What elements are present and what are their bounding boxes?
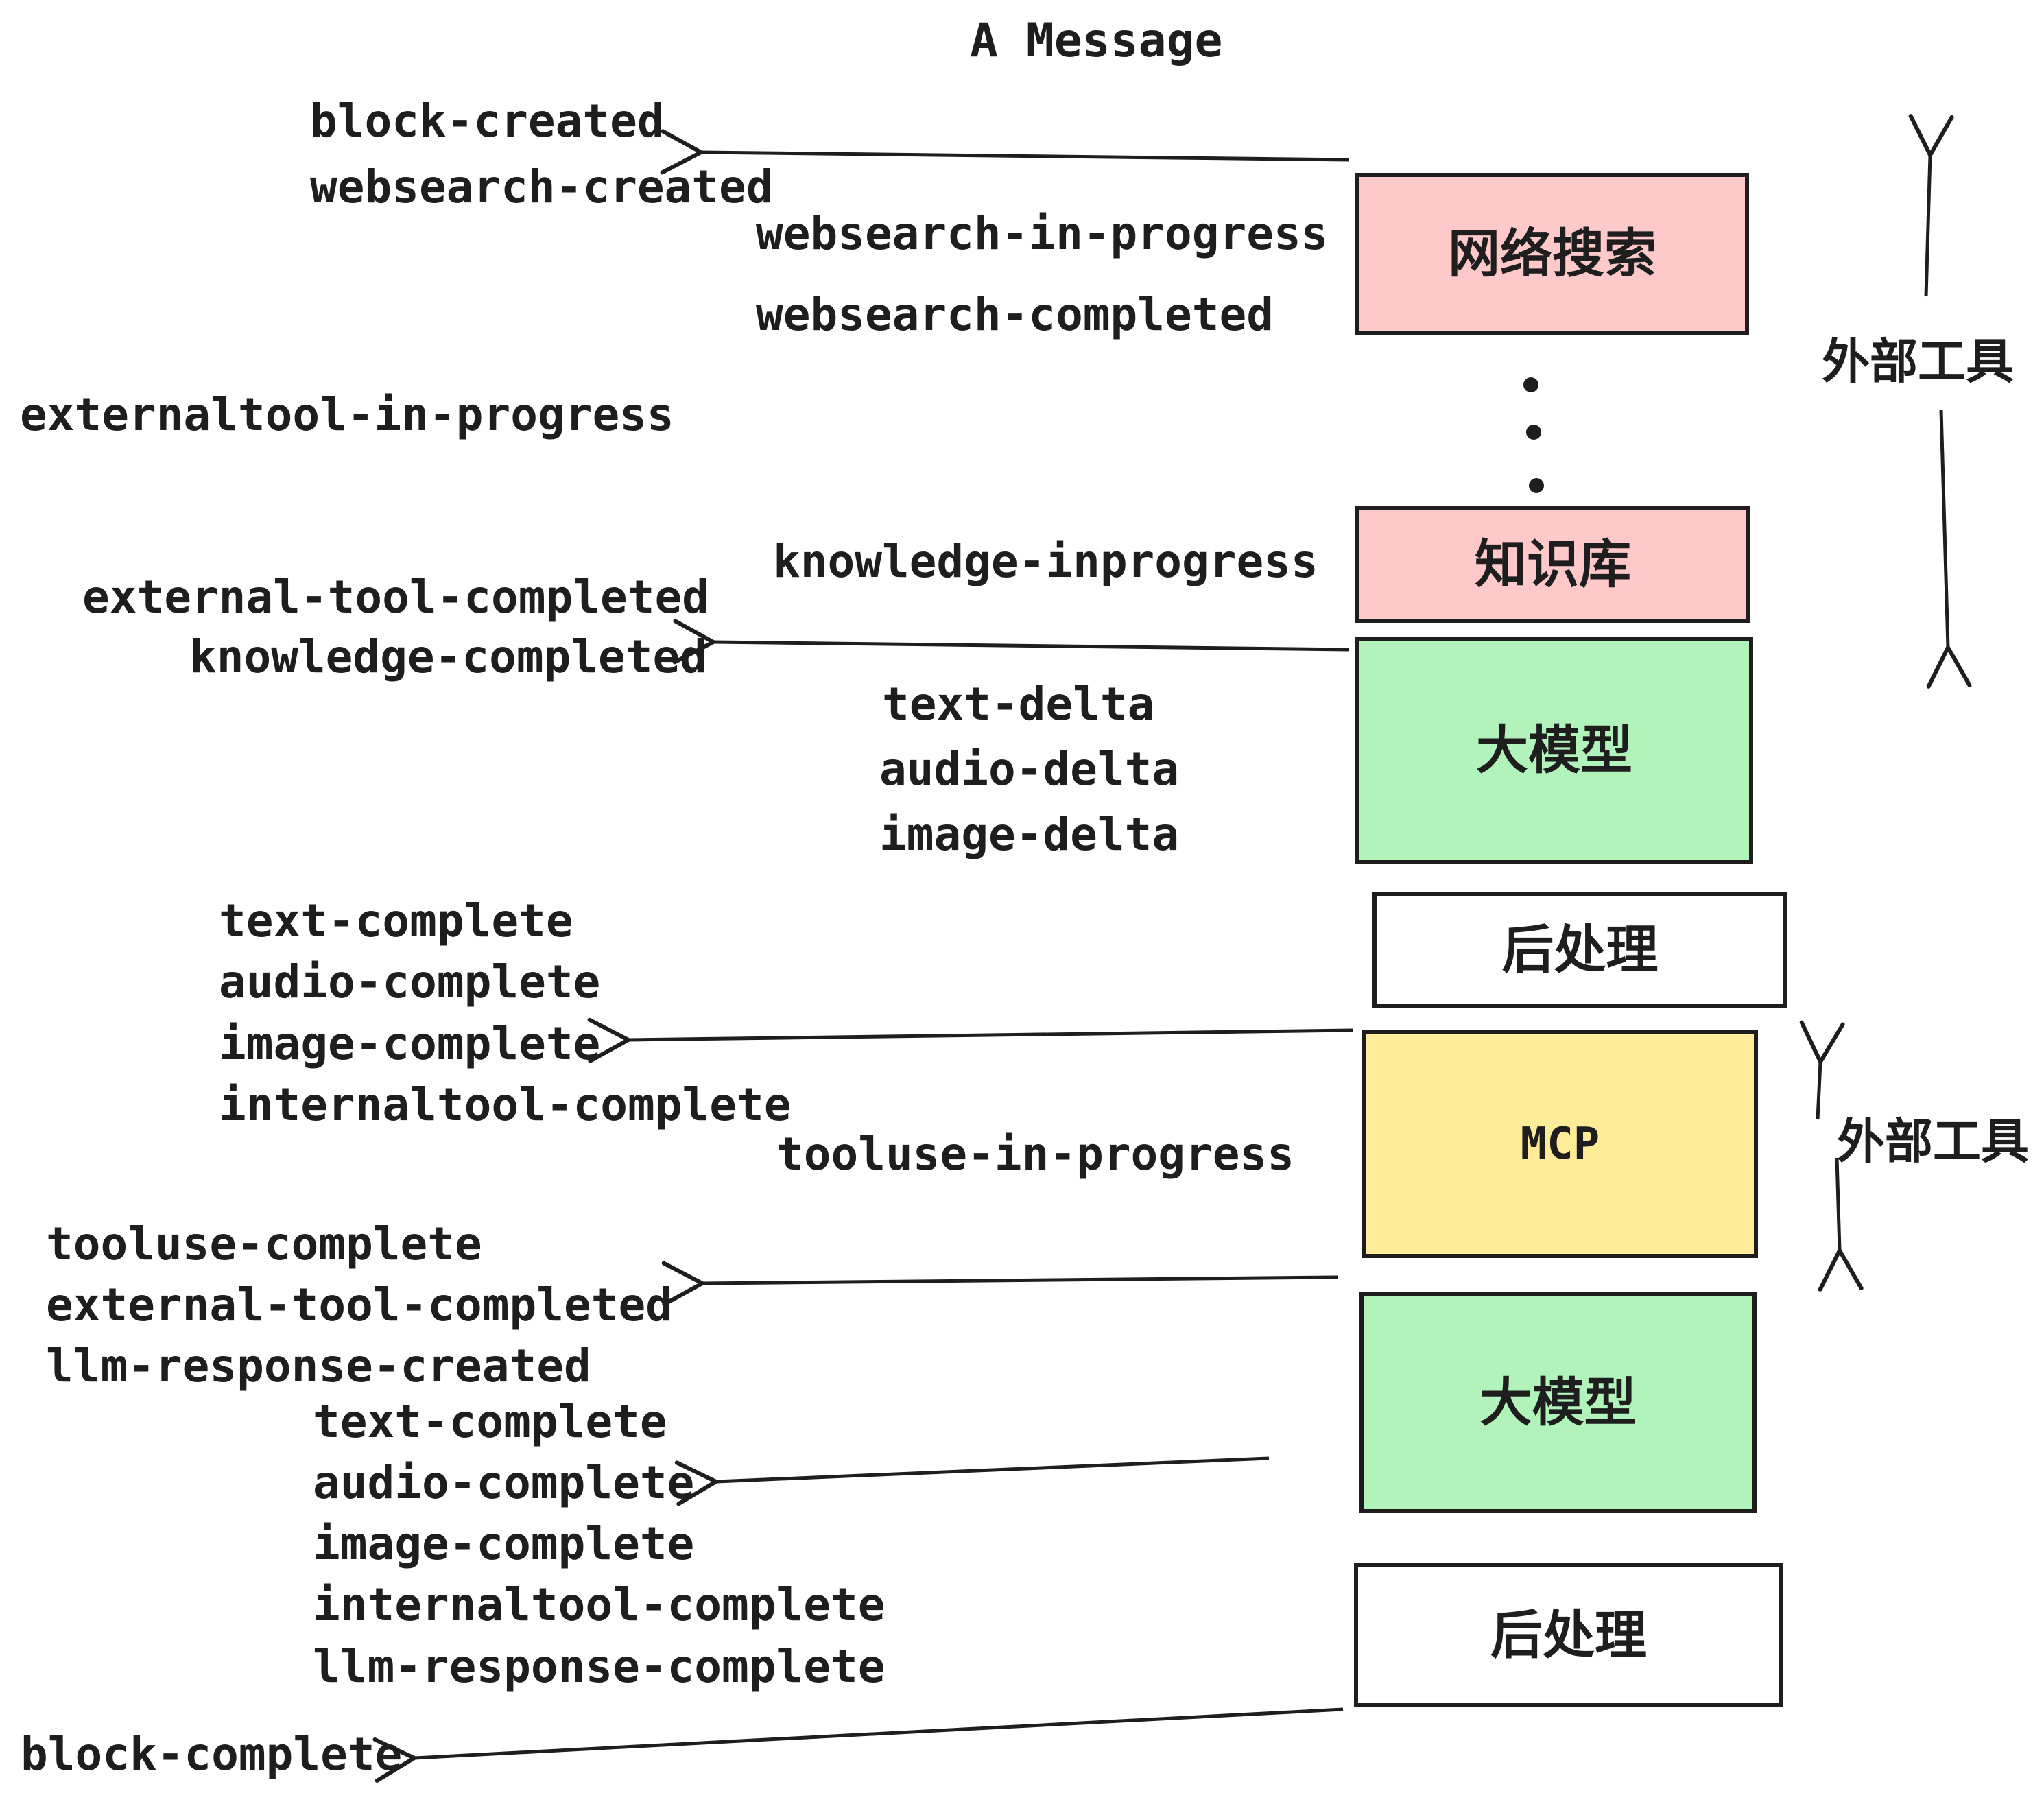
event-label-text-complete-2: text-complete <box>313 1395 667 1448</box>
event-label-websearch-completed: websearch-completed <box>756 288 1274 341</box>
node-llm-2: 大模型 <box>1359 1292 1757 1513</box>
event-label-knowledge-inprogress: knowledge-inprogress <box>773 535 1318 588</box>
event-label-image-delta-1: image-delta <box>879 808 1180 861</box>
event-label-image-complete-1: image-complete <box>219 1017 601 1070</box>
arrow-tooluse-complete <box>661 1261 1338 1307</box>
event-label-audio-delta-1: audio-delta <box>879 743 1180 796</box>
node-postprocess-2-label: 后处理 <box>1490 1604 1647 1665</box>
arrow-external-tools-1-up <box>1908 114 1954 297</box>
arrow-block-created <box>660 129 1350 175</box>
arrow-image-complete <box>587 1017 1353 1063</box>
arrow-external-tools-2-down <box>1818 1157 1864 1292</box>
event-label-internaltool-complete-2: internaltool-complete <box>313 1578 886 1631</box>
event-label-block-created: block-created <box>310 95 665 147</box>
event-label-externaltool-in-progress: externaltool-in-progress <box>20 388 674 441</box>
event-label-text-complete-1: text-complete <box>219 894 573 947</box>
event-label-text-delta-1: text-delta <box>882 678 1155 731</box>
node-mcp: MCP <box>1362 1030 1758 1258</box>
node-knowledge-base-label: 知识库 <box>1475 533 1631 595</box>
event-label-block-complete: block-complete <box>21 1728 403 1781</box>
node-postprocess-2: 后处理 <box>1354 1563 1783 1707</box>
arrow-knowledge-completed <box>672 619 1350 665</box>
arrow-external-tools-2-up <box>1799 1020 1845 1120</box>
node-llm-1: 大模型 <box>1355 637 1753 864</box>
node-knowledge-base: 知识库 <box>1355 506 1750 623</box>
event-label-external-tool-completed-2: external-tool-completed <box>46 1279 673 1331</box>
ellipsis-dots <box>1523 377 1544 493</box>
arrow-external-tools-1-down <box>1926 410 1972 689</box>
side-label-external-tools-2: 外部工具 <box>1837 1113 2029 1170</box>
node-mcp-label: MCP <box>1520 1119 1600 1170</box>
node-websearch-label: 网络搜索 <box>1448 223 1656 284</box>
event-label-tooluse-complete: tooluse-complete <box>46 1218 482 1270</box>
node-websearch: 网络搜索 <box>1355 173 1749 335</box>
node-postprocess-1: 后处理 <box>1372 892 1787 1008</box>
node-llm-2-label: 大模型 <box>1479 1372 1637 1433</box>
arrow-block-complete <box>372 1707 1344 1783</box>
event-label-llm-response-created: llm-response-created <box>46 1340 591 1392</box>
event-label-audio-complete-2: audio-complete <box>313 1456 695 1509</box>
side-label-external-tools-1: 外部工具 <box>1822 333 2014 390</box>
event-label-external-tool-completed: external-tool-completed <box>82 571 709 624</box>
event-label-internaltool-complete-1: internaltool-complete <box>219 1078 792 1131</box>
arrow-audio-complete <box>674 1456 1270 1506</box>
node-llm-1-label: 大模型 <box>1476 720 1632 781</box>
event-label-tooluse-in-progress: tooluse-in-progress <box>776 1128 1294 1180</box>
event-label-image-complete-2: image-complete <box>313 1517 695 1570</box>
event-label-websearch-in-progress: websearch-in-progress <box>756 207 1329 260</box>
event-label-llm-response-complete: llm-response-complete <box>313 1640 886 1693</box>
node-postprocess-1-label: 后处理 <box>1501 918 1659 980</box>
diagram-title: A Message <box>970 14 1223 68</box>
event-label-knowledge-completed: knowledge-completed <box>189 630 707 683</box>
event-label-audio-complete-1: audio-complete <box>219 956 601 1008</box>
